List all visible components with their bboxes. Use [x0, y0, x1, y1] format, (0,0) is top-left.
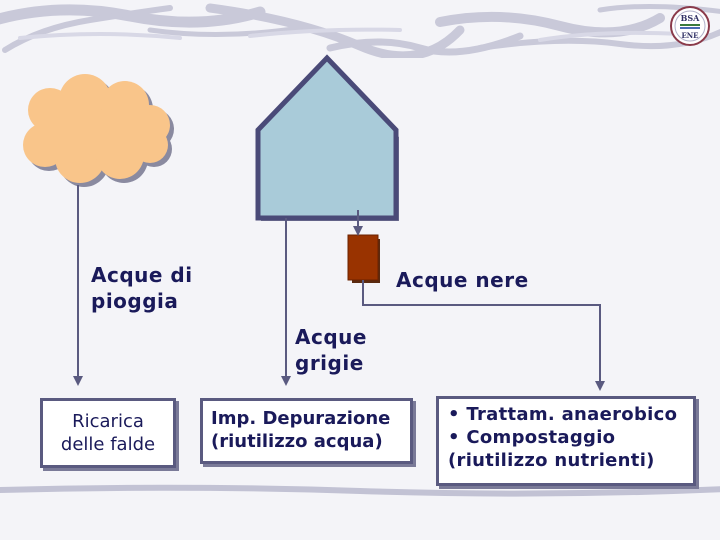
tank-to-anaerobic-arrow: [362, 280, 605, 391]
anaerobic-composting-text: • Trattam. anaerobico • Compostaggio (ri…: [448, 404, 678, 471]
logo-bottom-text: ENE: [681, 31, 698, 40]
groundwater-recharge-box: Ricarica delle falde: [40, 398, 176, 468]
treatment-plant-text: Imp. Depurazione (riutilizzo acqua): [211, 408, 391, 452]
cloud-icon: [23, 74, 174, 187]
anaerobic-composting-box: • Trattam. anaerobico • Compostaggio (ri…: [436, 396, 696, 486]
groundwater-recharge-text: Ricarica delle falde: [60, 411, 156, 455]
treatment-plant-box: Imp. Depurazione (riutilizzo acqua): [200, 398, 413, 464]
tank-icon: [347, 234, 380, 283]
grey-water-label: Acque grigie: [295, 325, 367, 375]
house-icon: [255, 54, 399, 221]
black-water-label: Acque nere: [396, 268, 529, 292]
logo-icon: BSA ENE: [670, 6, 710, 46]
rain-water-label: Acque di pioggia: [91, 263, 193, 313]
logo-top-text: BSA: [681, 13, 701, 23]
